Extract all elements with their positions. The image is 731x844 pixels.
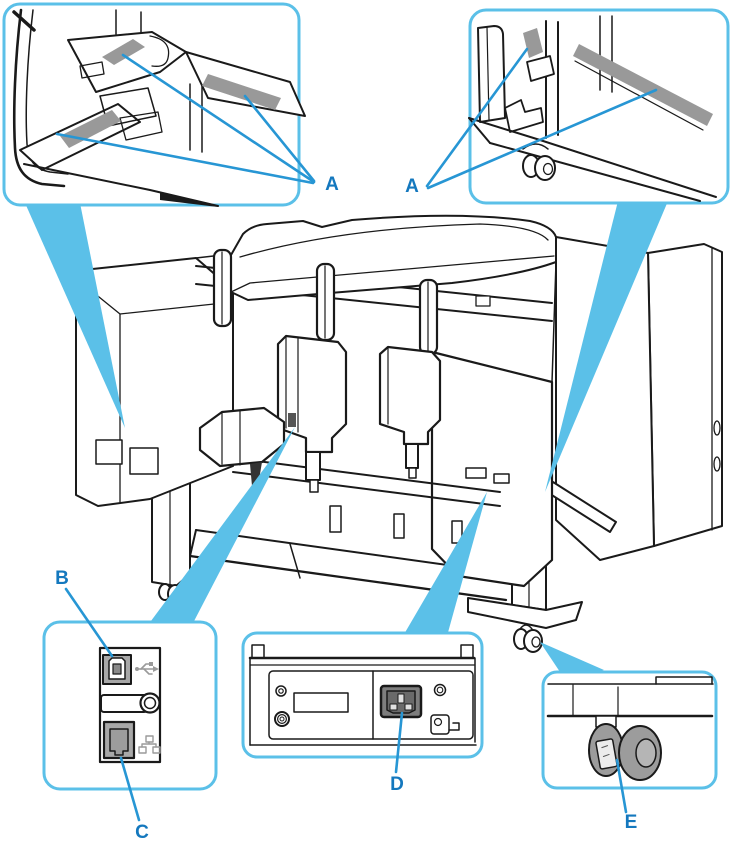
- callout-label-a-right: A: [405, 176, 419, 197]
- ethernet-icon: [138, 735, 161, 754]
- callout-wedges: [25, 201, 668, 681]
- callout-box-power: [241, 631, 484, 759]
- carrying-grip-slot: [573, 44, 713, 126]
- detail-caster: [546, 676, 714, 781]
- callout-label-d: D: [390, 774, 404, 795]
- usb-icon: [135, 662, 159, 675]
- usb-type-b-port: [102, 654, 132, 685]
- detail-grips-right: [468, 15, 717, 202]
- pointer-line-a-right-2: [426, 88, 658, 190]
- callout-label-c: C: [135, 822, 149, 843]
- callout-label-b: B: [55, 568, 69, 589]
- pointer-line-c: [119, 756, 141, 822]
- carrying-grip-slot: [102, 39, 145, 65]
- caster-lock-lever: [595, 738, 618, 770]
- carrying-grip-slot: [202, 74, 281, 110]
- carrying-grip-slot: [523, 28, 543, 58]
- wedge-grips-right: [545, 201, 668, 492]
- printer-top-cover: [230, 214, 557, 383]
- pointer-line-b: [64, 587, 114, 658]
- printer-roll-holder-brackets: [276, 334, 442, 493]
- cord-clip: [430, 714, 460, 735]
- wedge-grips-left: [25, 203, 125, 428]
- detail-grips-left: [12, 8, 306, 207]
- printer-right-side-panel: [546, 236, 655, 561]
- pointer-line-a-left-2: [55, 132, 315, 185]
- wedge-power: [403, 492, 487, 636]
- callout-label-a-left: A: [325, 174, 339, 195]
- callout-label-e: E: [625, 812, 638, 833]
- printer-illustration: [75, 214, 723, 653]
- lan-port: [102, 720, 136, 760]
- pointer-line-a-left-3: [243, 94, 316, 183]
- printer-lower-rail: [232, 457, 501, 544]
- wedge-ports: [148, 427, 295, 625]
- pointer-line-e: [615, 758, 628, 814]
- pointer-line-d: [394, 711, 404, 774]
- pointer-line-a-left-1: [121, 53, 316, 184]
- printer-left-compartment: [75, 257, 234, 507]
- pointer-line-a-right-1: [425, 47, 529, 188]
- detail-ports: [98, 646, 162, 764]
- printer-back-panel: [430, 350, 554, 588]
- printer-right-outer-panel: [647, 243, 723, 547]
- pointer-lines: [55, 47, 658, 822]
